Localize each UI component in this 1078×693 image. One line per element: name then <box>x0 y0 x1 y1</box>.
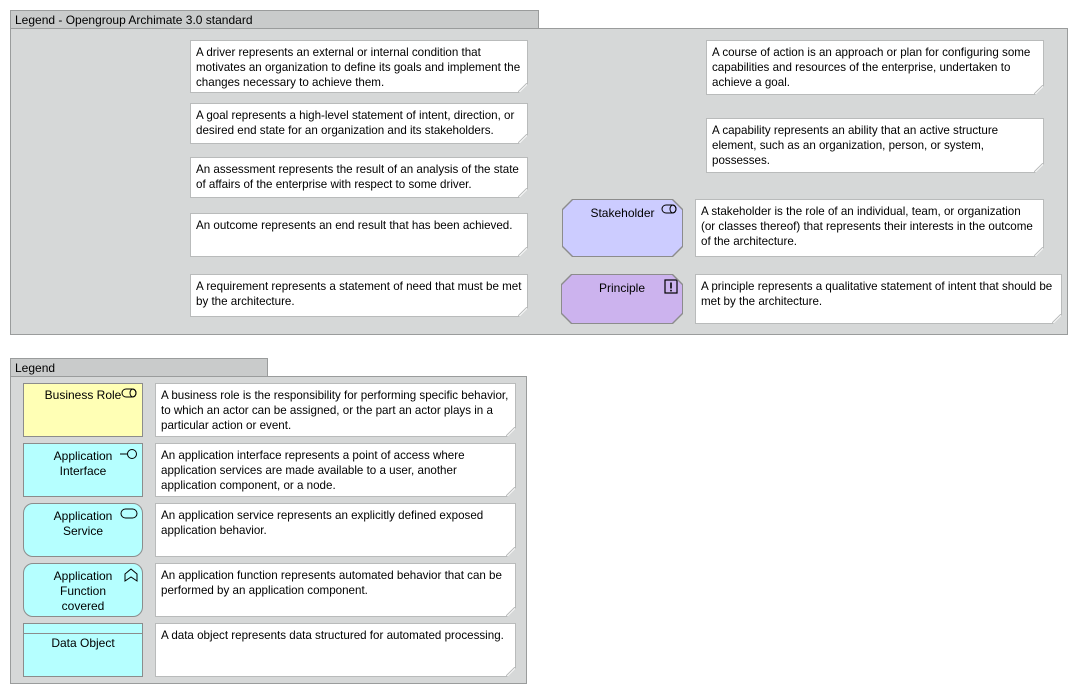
note-fold-icon <box>518 83 527 92</box>
course-of-action-note-text: A course of action is an approach or pla… <box>712 46 1031 89</box>
requirement-note[interactable]: A requirement represents a statement of … <box>190 274 528 317</box>
assessment-note[interactable]: An assessment represents the result of a… <box>190 157 528 198</box>
capability-note-text: A capability represents an ability that … <box>712 124 999 167</box>
application-service-element[interactable]: Application Service <box>23 503 143 557</box>
application-interface-note-text: An application interface represents a po… <box>161 449 465 492</box>
motivation-legend-group[interactable]: A driver represents an external or inter… <box>10 28 1068 335</box>
note-fold-icon <box>518 247 527 256</box>
note-fold-icon <box>506 667 515 676</box>
principle-element-body: Principle <box>562 275 682 323</box>
note-fold-icon <box>506 547 515 556</box>
legend-title[interactable]: Legend <box>10 358 268 377</box>
principle-element[interactable]: Principle <box>561 274 683 324</box>
business-role-element[interactable]: Business Role <box>23 383 143 437</box>
outcome-note[interactable]: An outcome represents an end result that… <box>190 213 528 257</box>
principle-note-text: A principle represents a qualitative sta… <box>701 280 1053 308</box>
application-function-note-text: An application function represents autom… <box>161 569 502 597</box>
stakeholder-element-body: Stakeholder <box>563 200 682 256</box>
business-role-note-text: A business role is the responsibility fo… <box>161 389 509 432</box>
legend-group[interactable]: Business Role A business role is the res… <box>10 376 527 684</box>
driver-note[interactable]: A driver represents an external or inter… <box>190 40 528 93</box>
note-fold-icon <box>518 134 527 143</box>
driver-note-text: A driver represents an external or inter… <box>196 46 521 89</box>
stakeholder-label: Stakeholder <box>590 206 655 220</box>
note-fold-icon <box>1034 163 1043 172</box>
requirement-note-text: A requirement represents a statement of … <box>196 280 522 308</box>
goal-note[interactable]: A goal represents a high-level statement… <box>190 103 528 144</box>
stakeholder-note-text: A stakeholder is the role of an individu… <box>701 205 1033 248</box>
stakeholder-element[interactable]: Stakeholder <box>562 199 683 257</box>
data-object-divider <box>24 633 142 634</box>
note-fold-icon <box>1052 314 1061 323</box>
data-object-note[interactable]: A data object represents data structured… <box>155 623 516 677</box>
service-icon <box>120 508 138 519</box>
application-function-label: Application Function covered <box>53 569 113 613</box>
data-object-note-text: A data object represents data structured… <box>161 629 504 642</box>
role-icon <box>661 204 678 214</box>
course-of-action-note[interactable]: A course of action is an approach or pla… <box>706 40 1044 95</box>
note-fold-icon <box>506 487 515 496</box>
application-interface-note[interactable]: An application interface represents a po… <box>155 443 516 497</box>
goal-note-text: A goal represents a high-level statement… <box>196 109 515 137</box>
stakeholder-note[interactable]: A stakeholder is the role of an individu… <box>695 199 1044 257</box>
application-function-element[interactable]: Application Function covered <box>23 563 143 617</box>
application-interface-label: Application Interface <box>53 449 113 478</box>
application-service-label: Application Service <box>53 509 113 538</box>
application-service-note[interactable]: An application service represents an exp… <box>155 503 516 557</box>
role-icon <box>121 388 137 398</box>
note-fold-icon <box>506 607 515 616</box>
application-service-note-text: An application service represents an exp… <box>161 509 484 537</box>
note-fold-icon <box>1034 247 1043 256</box>
function-icon <box>124 568 138 582</box>
outcome-note-text: An outcome represents an end result that… <box>196 219 513 232</box>
note-fold-icon <box>506 427 515 436</box>
business-role-label: Business Role <box>44 388 122 402</box>
application-function-note[interactable]: An application function represents autom… <box>155 563 516 617</box>
data-object-label: Data Object <box>51 636 115 650</box>
note-fold-icon <box>518 188 527 197</box>
capability-note[interactable]: A capability represents an ability that … <box>706 118 1044 173</box>
principle-label: Principle <box>598 281 646 295</box>
data-object-element[interactable]: Data Object <box>23 623 143 677</box>
exclamation-icon <box>664 279 678 294</box>
assessment-note-text: An assessment represents the result of a… <box>196 163 519 191</box>
motivation-legend-title[interactable]: Legend - Opengroup Archimate 3.0 standar… <box>10 10 539 29</box>
note-fold-icon <box>1034 85 1043 94</box>
note-fold-icon <box>518 307 527 316</box>
interface-icon <box>120 449 137 459</box>
business-role-note[interactable]: A business role is the responsibility fo… <box>155 383 516 437</box>
principle-note[interactable]: A principle represents a qualitative sta… <box>695 274 1062 324</box>
application-interface-element[interactable]: Application Interface <box>23 443 143 497</box>
